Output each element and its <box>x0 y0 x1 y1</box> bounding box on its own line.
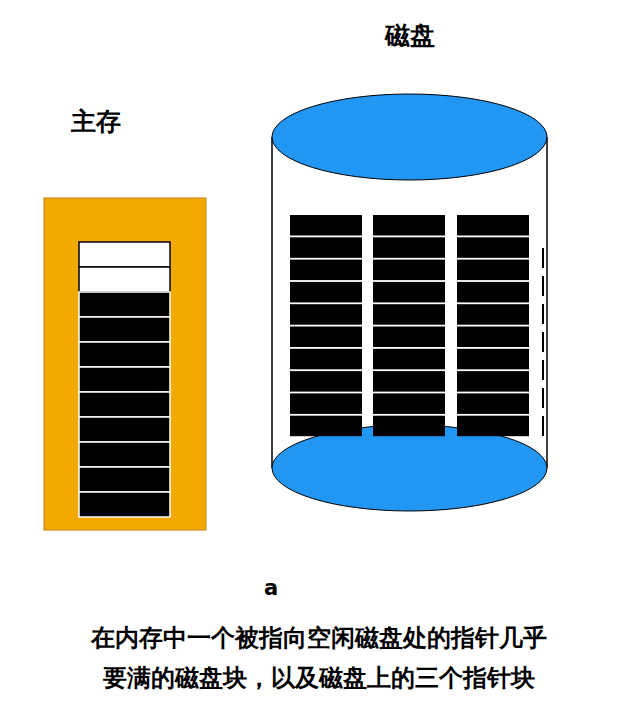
main-memory: 主存 <box>71 106 125 139</box>
disk-block-row <box>373 327 445 348</box>
disk-block-row <box>290 416 362 437</box>
disk-block-row <box>373 260 445 281</box>
disk-block-row <box>457 416 529 437</box>
disk-block-row <box>290 282 362 303</box>
memory-block-column <box>79 242 170 517</box>
disk-block-row <box>290 260 362 281</box>
disk: 磁盘 <box>385 20 439 53</box>
figure-letter-text: a <box>264 576 278 600</box>
memory-block-row <box>79 442 170 467</box>
disk-side <box>546 137 548 468</box>
memory-block-row <box>79 467 170 492</box>
disk-block-row <box>457 349 529 370</box>
disk-block-row <box>373 215 445 236</box>
disk-bottom <box>272 425 547 511</box>
disk-block-row <box>457 260 529 281</box>
disk-block-row <box>290 393 362 414</box>
memory-block-row <box>79 417 170 442</box>
disk-side <box>271 137 273 468</box>
disk-block-row <box>457 215 529 236</box>
disk-block-row <box>457 327 529 348</box>
disk-block-row <box>373 349 445 370</box>
memory-block-row <box>79 267 170 292</box>
disk-pointer-blocks <box>290 215 529 436</box>
figure-letter: a <box>264 576 278 600</box>
disk-body <box>272 137 547 468</box>
memory-block-row <box>79 317 170 342</box>
disk-block-row <box>373 393 445 414</box>
disk-block-row <box>290 349 362 370</box>
disk-block-row <box>290 304 362 325</box>
memory-block-row <box>79 342 170 367</box>
disk-top <box>272 94 547 180</box>
disk-block-row <box>290 327 362 348</box>
disk-block-row <box>373 416 445 437</box>
disk-block-row <box>373 304 445 325</box>
memory-block-row <box>79 292 170 317</box>
node-heading: 主存 <box>71 106 125 139</box>
disk-block-row <box>457 304 529 325</box>
disk-block-row <box>373 371 445 392</box>
node-heading: 磁盘 <box>385 20 439 53</box>
caption: 在内存中一个被指向空闲磁盘处的指针几乎 要满的磁盘块，以及磁盘上的三个指针块 <box>0 618 637 698</box>
disk-block-row <box>290 215 362 236</box>
disk-block-row <box>457 237 529 257</box>
main-memory-housing <box>44 198 206 530</box>
disk-block-row <box>457 393 529 414</box>
disk-block-row <box>373 282 445 303</box>
memory-block-row <box>79 242 170 267</box>
disk-block-row <box>373 237 445 257</box>
disk-block-row <box>457 371 529 392</box>
memory-block-row <box>79 392 170 417</box>
memory-block-row <box>79 367 170 392</box>
disk-block-row <box>457 282 529 303</box>
caption-text: 在内存中一个被指向空闲磁盘处的指针几乎 要满的磁盘块，以及磁盘上的三个指针块 <box>79 618 559 698</box>
memory-block-row <box>79 492 170 517</box>
disk-block-edge <box>542 248 544 438</box>
disk-block-row <box>290 237 362 257</box>
disk-block-row <box>290 371 362 392</box>
